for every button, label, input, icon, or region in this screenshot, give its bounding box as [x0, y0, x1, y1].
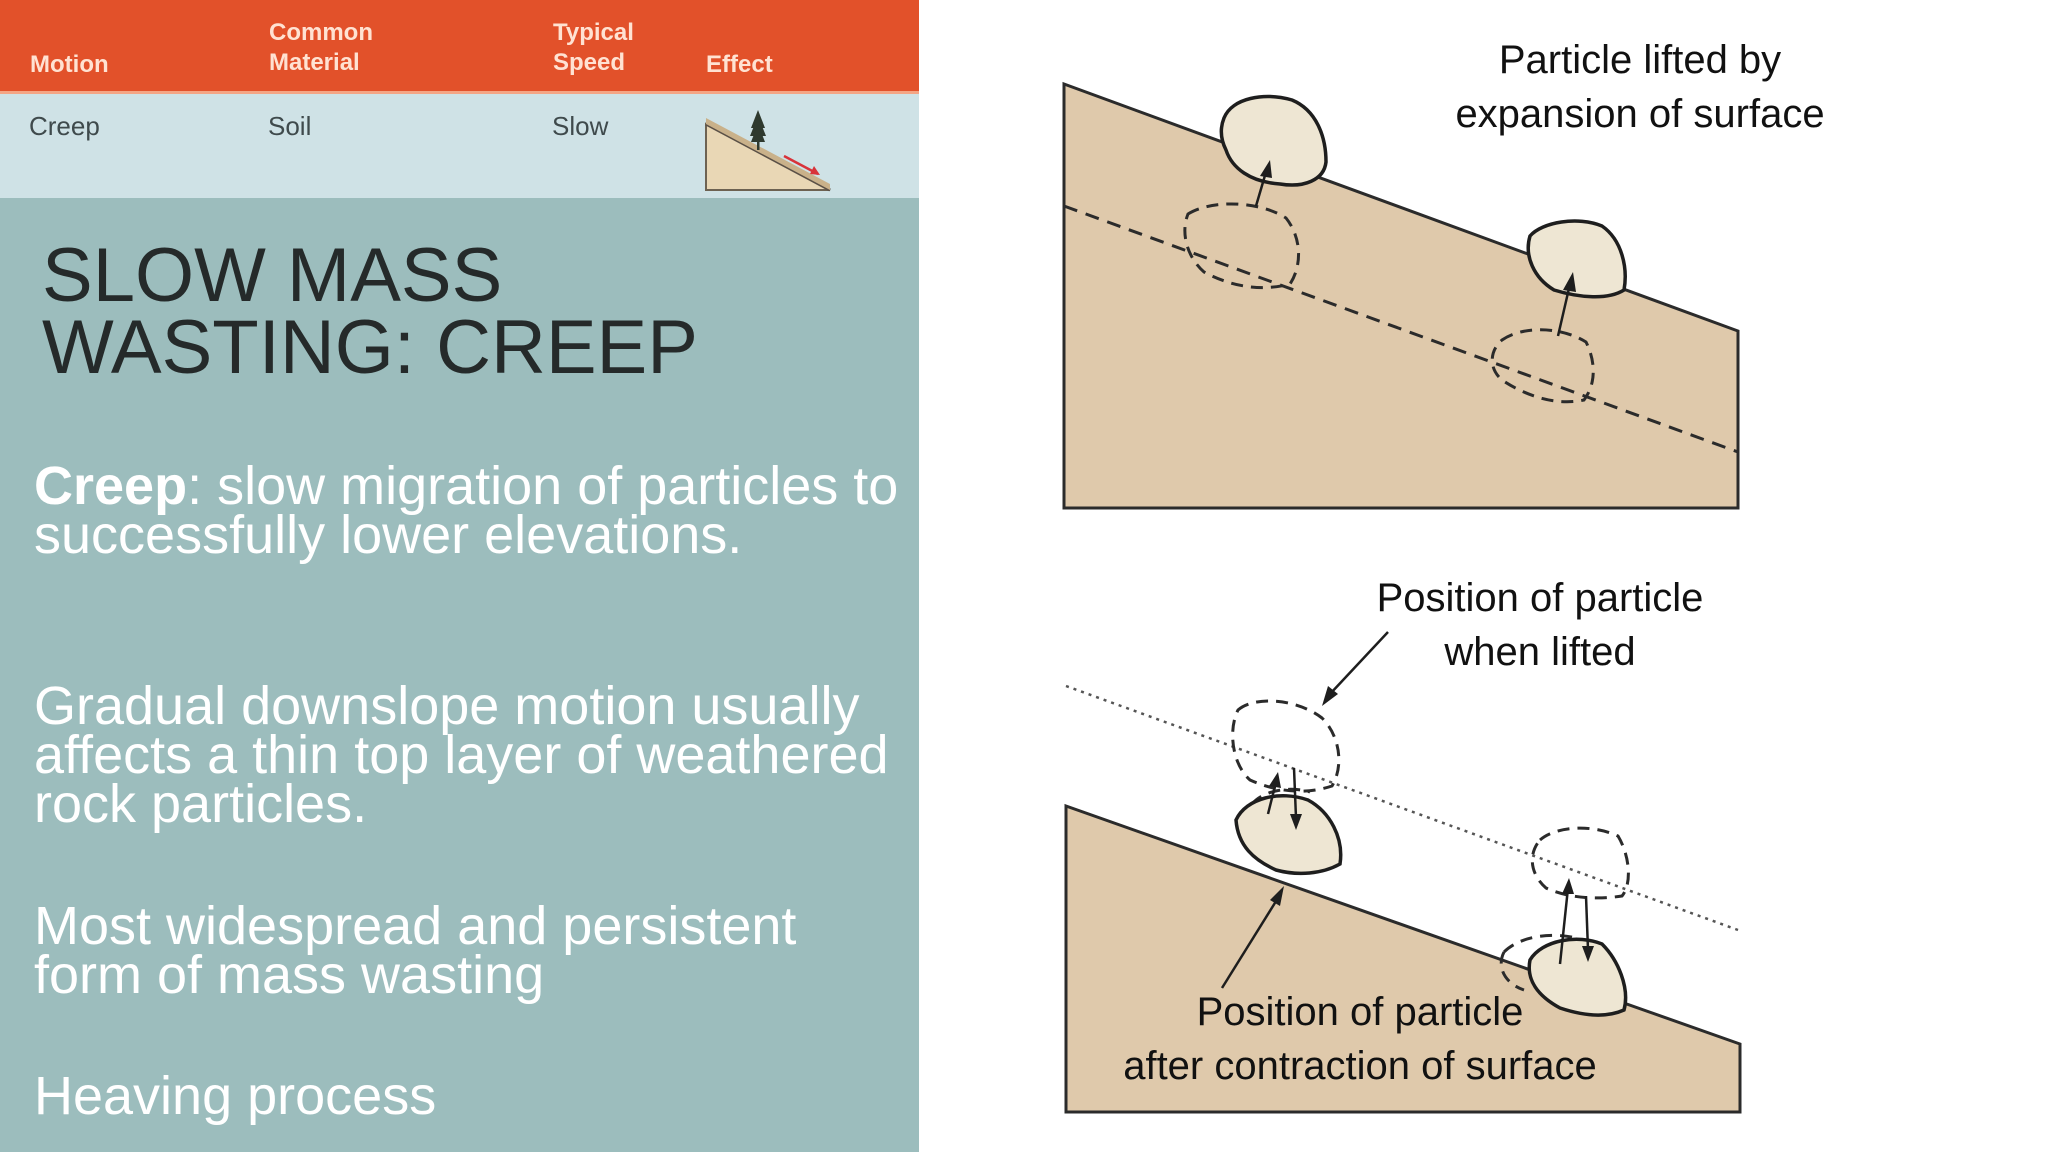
header-material-line1: Common	[269, 19, 373, 46]
caption-when-lifted-line2: when lifted	[1444, 630, 1636, 674]
cell-material: Soil	[268, 111, 312, 141]
caption-position-after-contraction: Position of particle after contraction o…	[1060, 985, 1660, 1093]
paragraph-gradual-motion: Gradual downslope motion usually affects…	[34, 676, 889, 834]
term-creep: Creep	[34, 456, 188, 516]
creep-definition-text: : slow migration of particles to success…	[34, 456, 899, 565]
cell-motion: Creep	[29, 111, 100, 141]
title-line-2: WASTING: CREEP	[42, 305, 698, 390]
table-header-row: Motion Common Material Typical Speed Eff…	[0, 0, 919, 94]
creep-diagram-expansion: Particle lifted by expansion of surface	[1040, 0, 2048, 560]
paragraph-creep-definition: Creep: slow migration of particles to su…	[34, 459, 904, 562]
contraction-diagram-graphic	[1064, 631, 1742, 1114]
creep-diagram-contraction: Position of particle when lifted Positio…	[1040, 560, 2048, 1152]
caption-after-line2: after contraction of surface	[1123, 1044, 1597, 1088]
caption-lifted-line2: expansion of surface	[1455, 92, 1825, 136]
slide-title: SLOW MASS WASTING: CREEP	[42, 233, 882, 390]
slope-with-tree-and-arrow-icon	[705, 110, 831, 192]
header-effect: Effect	[706, 51, 773, 78]
paragraph-heaving: Heaving process	[34, 1066, 437, 1126]
left-panel: Motion Common Material Typical Speed Eff…	[0, 0, 919, 1152]
caption-when-lifted-line1: Position of particle	[1376, 576, 1704, 620]
caption-particle-lifted: Particle lifted by expansion of surface	[1420, 33, 1860, 141]
caption-after-line1: Position of particle	[1196, 990, 1524, 1034]
paragraph-widespread: Most widespread and persistent form of m…	[34, 896, 797, 1005]
header-typical-speed: Typical Speed	[553, 18, 634, 78]
title-line-1: SLOW MASS	[42, 233, 503, 318]
header-speed-line1: Typical	[553, 19, 634, 46]
header-motion: Motion	[30, 51, 109, 78]
expansion-diagram-graphic	[1062, 81, 1740, 510]
cell-speed: Slow	[552, 111, 609, 141]
caption-position-when-lifted: Position of particle when lifted	[1310, 571, 1770, 679]
header-common-material: Common Material	[269, 18, 373, 78]
caption-lifted-line1: Particle lifted by	[1498, 38, 1782, 82]
header-speed-line2: Speed	[553, 49, 626, 76]
header-material-line2: Material	[269, 49, 360, 76]
